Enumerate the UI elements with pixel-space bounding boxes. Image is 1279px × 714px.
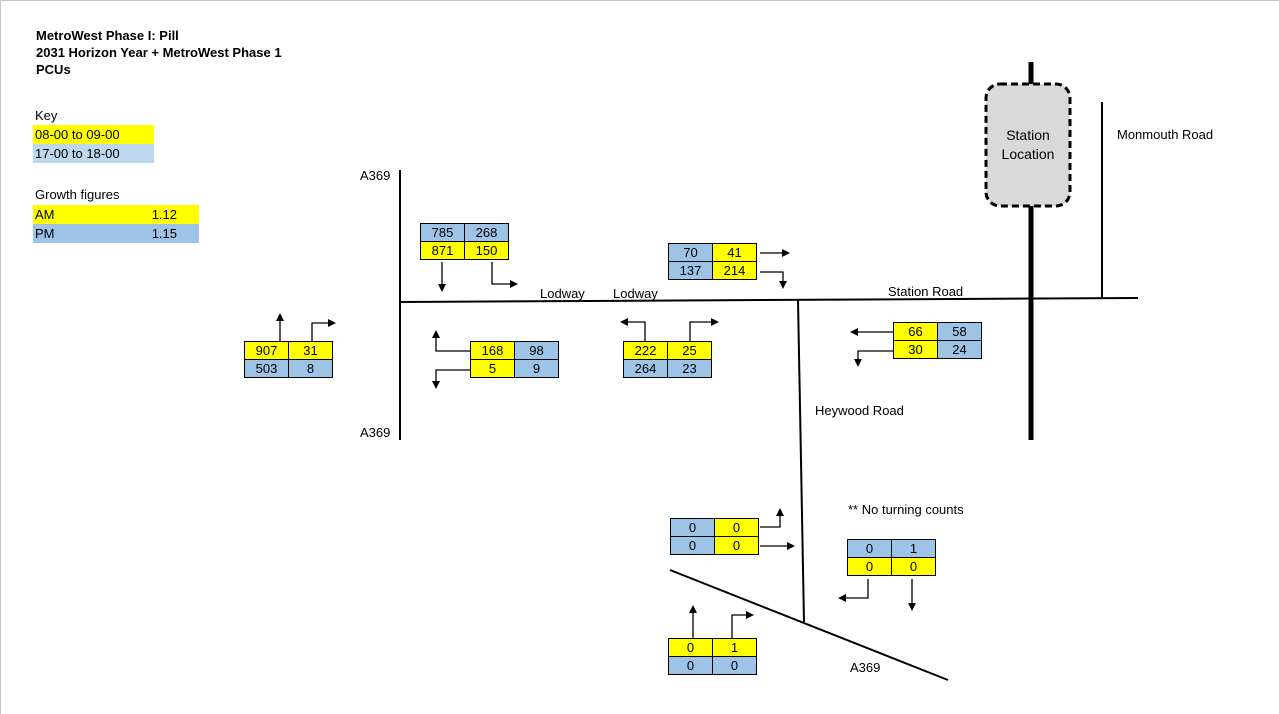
station-label-line2: Location	[1001, 146, 1055, 162]
count-cell: 907	[244, 341, 289, 360]
growth-row-am: AM 1.12	[33, 205, 199, 224]
growth-value: 1.12	[151, 207, 177, 222]
count-cell: 0	[712, 656, 757, 675]
diagram-units: PCUs	[36, 62, 71, 77]
diagram-subtitle: 2031 Horizon Year + MetroWest Phase 1	[36, 45, 282, 60]
count-cell: 137	[668, 261, 713, 280]
road-label-lodway-east: Lodway	[613, 286, 658, 301]
road-label-a369-north: A369	[360, 168, 391, 183]
count-cell: 785	[420, 223, 465, 242]
count-cell: 0	[714, 536, 759, 555]
count-cell: 168	[470, 341, 515, 360]
station-location-box	[984, 82, 1072, 208]
road-label-lodway-west: Lodway	[540, 286, 585, 301]
count-cell: 58	[937, 322, 982, 341]
key-am-period: 08-00 to 09-00	[33, 125, 154, 144]
growth-heading: Growth figures	[35, 187, 120, 202]
count-cell: 25	[667, 341, 712, 360]
count-cell: 9	[514, 359, 559, 378]
count-cell: 150	[464, 241, 509, 260]
count-cell: 264	[623, 359, 668, 378]
growth-row-pm: PM 1.15	[33, 224, 199, 243]
count-cell: 30	[893, 340, 938, 359]
turn-arrow-heads	[276, 249, 916, 619]
count-cell: 0	[668, 656, 713, 675]
count-cell: 268	[464, 223, 509, 242]
road-label-monmouth-road: Monmouth Road	[1117, 127, 1214, 142]
count-cell: 66	[893, 322, 938, 341]
growth-label: AM	[35, 207, 55, 222]
count-cell: 0	[714, 518, 759, 537]
count-cell: 31	[288, 341, 333, 360]
count-cell: 1	[891, 539, 936, 558]
count-cell: 214	[712, 261, 757, 280]
road-label-a369-south: A369	[360, 425, 391, 440]
no-turning-counts-note: ** No turning counts	[848, 502, 964, 517]
count-cell: 70	[668, 243, 713, 262]
count-cell: 0	[670, 536, 715, 555]
station-label-line1: Station	[1006, 127, 1050, 143]
growth-label: PM	[35, 226, 55, 241]
count-cell: 24	[937, 340, 982, 359]
count-cell: 0	[668, 638, 713, 657]
count-cell: 5	[470, 359, 515, 378]
count-cell: 0	[847, 539, 892, 558]
count-cell: 0	[670, 518, 715, 537]
count-cell: 503	[244, 359, 289, 378]
heywood-road-line	[797, 299, 805, 623]
key-heading: Key	[35, 108, 58, 123]
count-cell: 41	[712, 243, 757, 262]
key-pm-period: 17-00 to 18-00	[33, 144, 154, 163]
road-label-heywood-road: Heywood Road	[815, 403, 904, 418]
count-cell: 0	[891, 557, 936, 576]
road-label-a369-lower: A369	[850, 660, 881, 675]
growth-value: 1.15	[151, 226, 177, 241]
road-label-station-road: Station Road	[888, 284, 964, 299]
turn-arrows	[279, 252, 913, 638]
count-cell: 222	[623, 341, 668, 360]
lodway-station-road-line	[399, 297, 1139, 303]
count-cell: 8	[288, 359, 333, 378]
count-cell: 1	[712, 638, 757, 657]
diagram-title: MetroWest Phase I: Pill	[36, 28, 179, 43]
count-cell: 98	[514, 341, 559, 360]
count-cell: 871	[420, 241, 465, 260]
count-cell: 0	[847, 557, 892, 576]
a369-south-road-line	[669, 569, 949, 681]
count-cell: 23	[667, 359, 712, 378]
